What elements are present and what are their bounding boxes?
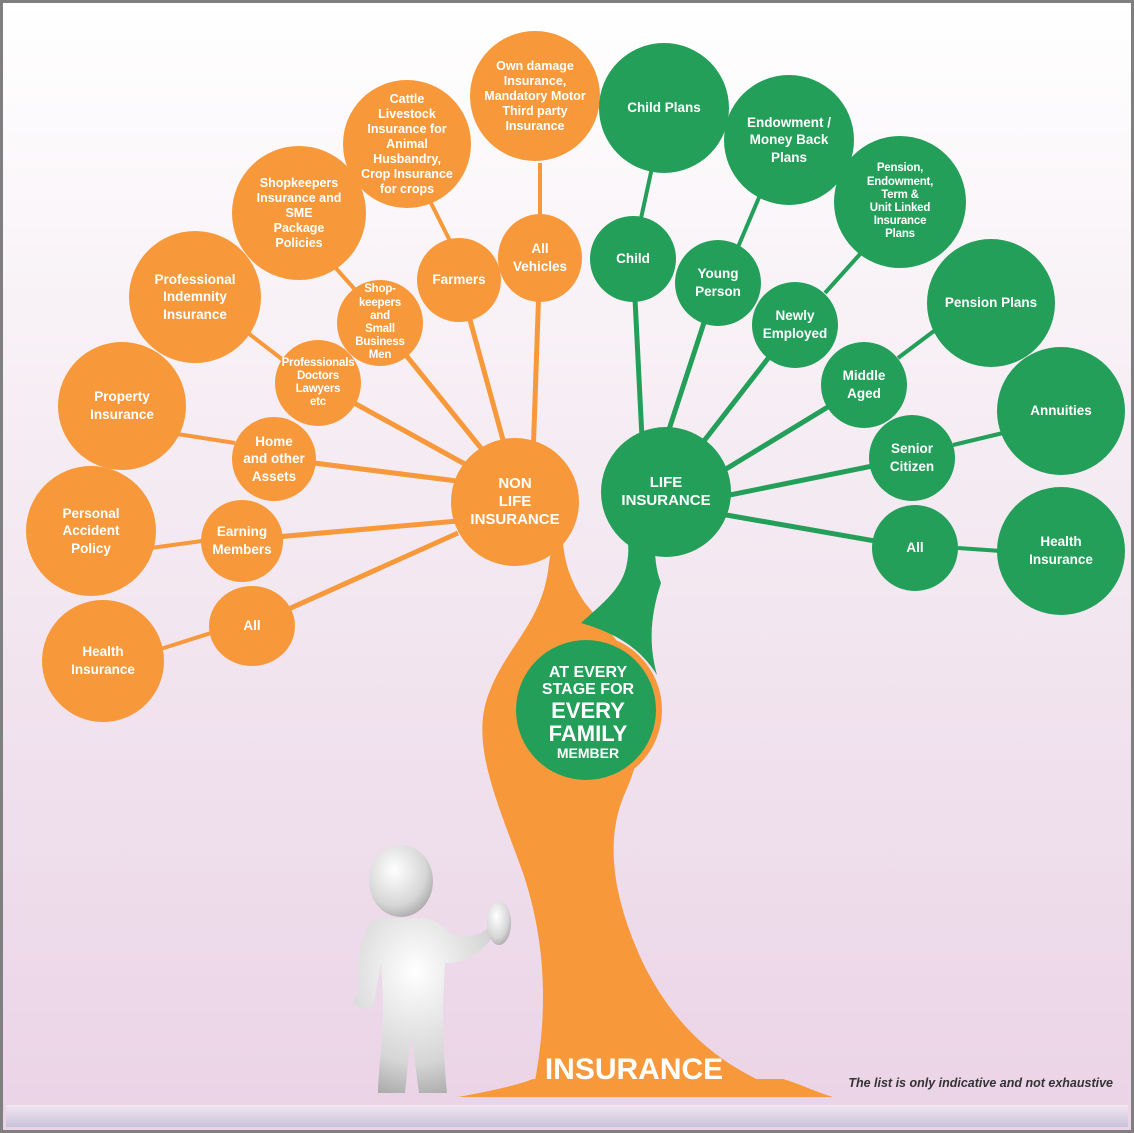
l-product-annuities: Annuities [997,347,1125,475]
nl-stem-accident [150,539,203,550]
center-disc [516,640,656,780]
l-segment-senior-citizen: Senior Citizen [869,415,955,501]
tree-graphic [147,162,1004,1097]
l-product-child-plans: Child Plans [599,43,729,173]
nl-stem-cattle [429,202,453,244]
l-segment-all: All [872,505,958,591]
l-product-endowment-money-back: Endowment / Money Back Plans [724,75,854,205]
nl-segment-professionals: Professionals Doctors Lawyers etc [275,340,361,426]
l-segment-middle-aged: Middle Aged [821,342,907,428]
nl-segment-all: All [209,586,295,666]
nl-segment-earning-members: Earning Members [201,500,283,582]
center-tagline-line1: AT EVERY STAGE FOR [541,664,635,698]
l-stem-health [957,546,1002,553]
nl-product-personal-accident: Personal Accident Policy [26,466,156,596]
l-stem-pension-ul [823,251,863,295]
trunk-base [458,1079,833,1097]
bottom-strip [6,1105,1128,1127]
nl-segment-all-vehicles: All Vehicles [498,214,582,302]
center-tagline-line2: EVERY FAMILY [548,697,628,746]
l-stem-pension [896,326,940,360]
life-stem [581,513,661,675]
nl-product-own-damage-motor: Own damage Insurance, Mandatory Motor Th… [470,31,600,161]
l-product-health-insurance: Health Insurance [997,487,1125,615]
nl-product-shopkeepers-sme: Shopkeepers Insurance and SME Package Po… [232,146,366,280]
l-product-pension-plans: Pension Plans [927,239,1055,367]
l-stem-childplans [638,162,655,224]
l-segment-child: Child [590,216,676,302]
nl-product-cattle-crop: Cattle Livestock Insurance for Animal Hu… [343,80,471,208]
l-stem-annuities [952,431,1004,447]
l-segment-newly-employed: Newly Employed [752,282,838,368]
nl-segment-home-assets: Home and other Assets [232,417,316,501]
disclaimer-note: The list is only indicative and not exha… [848,1076,1113,1090]
l-segment-young-person: Young Person [675,240,761,326]
nl-product-property-insurance: Property Insurance [58,342,186,470]
trunk-label: INSURANCE [544,1053,724,1086]
nl-segment-shopkeepers: Shop- keepers and Small Business Men [337,280,423,366]
non-life-hub: NON LIFE INSURANCE [451,438,579,566]
nl-product-professional-indemnity: Professional Indemnity Insurance [129,231,261,363]
center-tagline: AT EVERY STAGE FOR EVERY FAMILY MEMBER [515,643,661,783]
l-product-pension-endowment-ulip: Pension, Endowment, Term & Unit Linked I… [834,136,966,268]
nl-segment-farmers: Farmers [417,238,501,322]
nl-stem-indemnity [246,331,289,365]
center-tagline-line3: MEMBER [556,744,620,761]
life-hub: LIFE INSURANCE [601,427,731,557]
nl-stem-property [170,431,236,445]
nl-product-health-insurance: Health Insurance [42,600,164,722]
mannequin-figure [353,845,511,1093]
